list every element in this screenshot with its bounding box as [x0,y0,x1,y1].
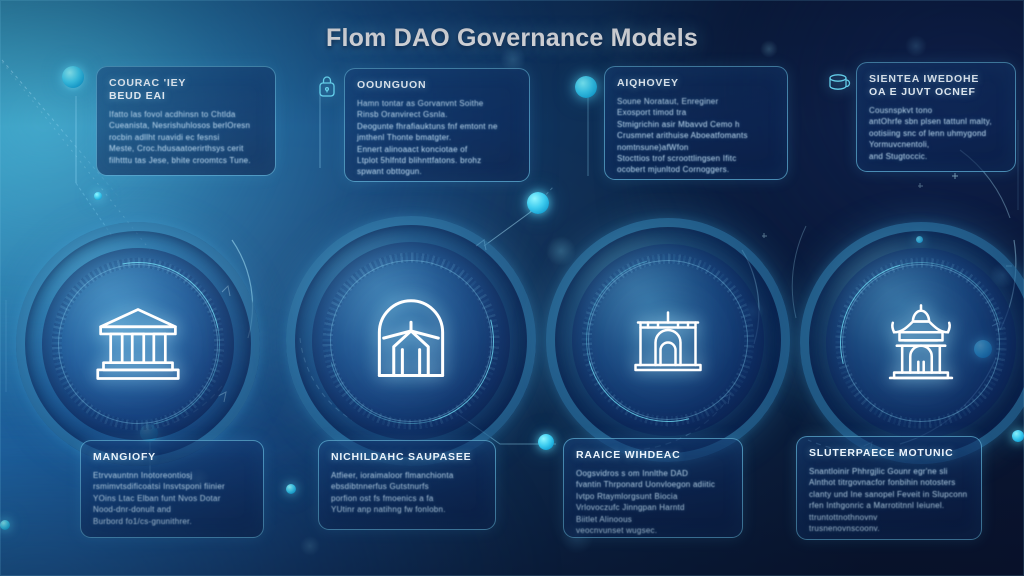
medallion-arch-dome[interactable] [286,216,536,466]
pagoda-temple-icon [888,304,954,380]
connector-node [286,484,296,494]
connector-node [62,66,84,88]
connector-node [538,434,554,450]
bottom-card-1[interactable]: MANGIOFY Etrvvauntnn Inotoreontiosj rsmi… [80,440,264,538]
connector-node [94,192,102,200]
bottom-card-2[interactable]: NICHILDAHC SAUPASEE Atfieer, ioraimaloor… [318,440,496,530]
top-card-1-body: Ifatto las fovol acdhinsn to Chtlda Cuea… [109,109,263,166]
top-card-2-body: Hamn tontar as Gorvanvnt Soithe Rinsb Or… [357,98,517,178]
top-card-2-title: OOUNGUON [357,79,517,92]
top-card-4[interactable]: SIENTEA IWEDOHE OA E JUVT OCNEF Cousnspk… [856,62,1016,172]
page-title: Flom DAO Governance Models [0,24,1024,53]
bottom-card-2-body: Atfieer, ioraimaloor flmanchionta ebsdib… [331,470,483,516]
bottom-card-4-body: Snantloinir Phhrgjlic Gounr egr'ne sli A… [809,466,969,534]
bottom-card-2-title: NICHILDAHC SAUPASEE [331,451,483,464]
top-card-4-title: SIENTEA IWEDOHE OA E JUVT OCNEF [869,73,1003,99]
cup-icon [829,74,851,90]
top-card-4-body: Cousnspkvt tono antOhrfe sbn plsen tattu… [869,105,1003,162]
top-card-3-body: Soune Norataut, Enreginer Exosport timod… [617,96,775,176]
connector-node [527,192,549,214]
bottom-card-1-body: Etrvvauntnn Inotoreontiosj rsmimvtsdific… [93,470,251,527]
top-card-2[interactable]: OOUNGUON Hamn tontar as Gorvanvnt Soithe… [344,68,530,182]
top-card-1[interactable]: COURAC 'IEY BEUD EAI Ifatto las fovol ac… [96,66,276,176]
bottom-card-4[interactable]: SLUTERPAECE MOTUNIC Snantloinir Phhrgjli… [796,436,982,540]
lock-icon [319,76,335,97]
bottom-card-3[interactable]: RAAICE WIHDEAC Oogsvidros s om Innlthe D… [563,438,743,538]
top-card-4-cup-badge [826,70,852,96]
bottom-card-1-title: MANGIOFY [93,451,251,464]
classical-temple-icon [96,308,180,380]
medallion-gateway-arch[interactable] [546,218,790,462]
top-card-1-title: COURAC 'IEY BEUD EAI [109,77,263,103]
connector-node [0,520,10,530]
top-card-3-dot-badge [575,76,597,98]
bottom-card-4-title: SLUTERPAECE MOTUNIC [809,447,969,460]
connector-node [1012,430,1024,442]
medallion-classical-temple[interactable] [16,222,260,466]
top-card-2-lock-badge [316,74,338,100]
top-card-3[interactable]: AIQHOVEY Soune Norataut, Enreginer Exosp… [604,66,788,180]
bottom-card-3-title: RAAICE WIHDEAC [576,449,730,462]
gateway-arch-icon [634,311,702,372]
arch-dome-icon [377,299,445,378]
bottom-card-3-body: Oogsvidros s om Innlthe DAD fvantin Thrp… [576,468,730,536]
top-card-3-title: AIQHOVEY [617,77,775,90]
